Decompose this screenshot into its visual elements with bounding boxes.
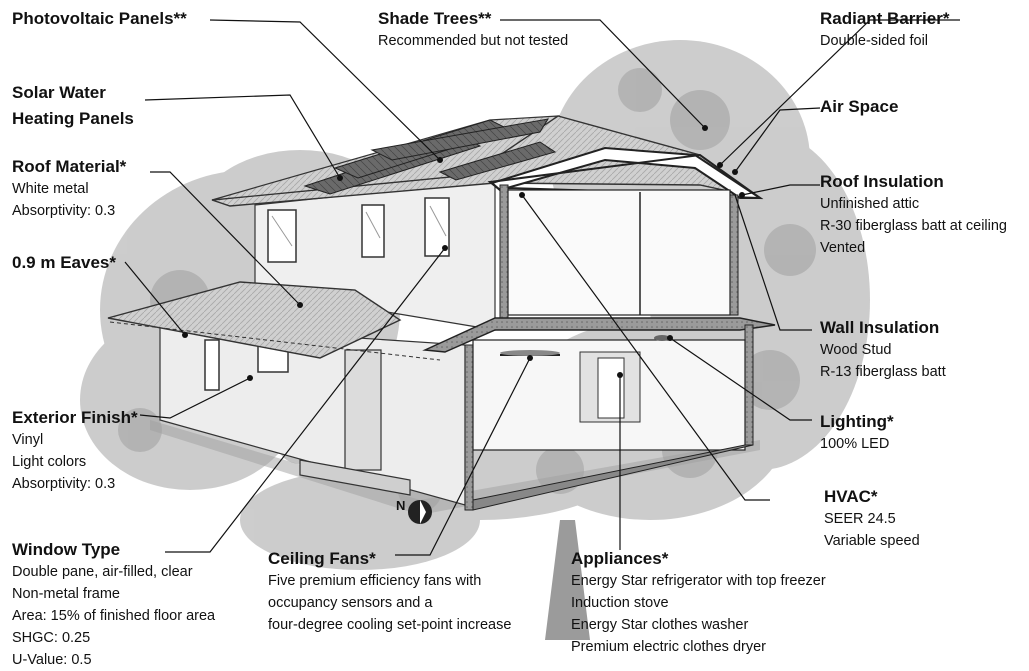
label-lighting: Lighting* 100% LED (820, 411, 894, 455)
label-photovoltaic-panels: Photovoltaic Panels** (12, 8, 187, 30)
label-line: Double pane, air-filled, clear (12, 561, 215, 583)
compass-letter: N (396, 498, 405, 513)
label-line: Energy Star clothes washer (571, 614, 826, 636)
label-line: Recommended but not tested (378, 30, 568, 52)
label-line: White metal (12, 178, 126, 200)
label-title: Air Space (820, 96, 898, 118)
label-line: Wood Stud (820, 339, 946, 361)
label-appliances: Appliances* Energy Star refrigerator wit… (571, 548, 826, 658)
label-title: Ceiling Fans* (268, 548, 511, 570)
label-line: Induction stove (571, 592, 826, 614)
label-title: Appliances* (571, 548, 826, 570)
label-title: Solar Water (12, 82, 134, 104)
label-title: Roof Insulation (820, 171, 1007, 193)
label-line: Vinyl (12, 429, 138, 451)
label-line: occupancy sensors and a (268, 592, 511, 614)
label-title: HVAC* (824, 486, 920, 508)
label-title: Roof Material* (12, 156, 126, 178)
label-line: Premium electric clothes dryer (571, 636, 826, 658)
label-wall-insulation: Wall Insulation Wood Stud R-13 fiberglas… (820, 317, 946, 383)
label-line: Absorptivity: 0.3 (12, 473, 138, 495)
label-line: Non-metal frame (12, 583, 215, 605)
label-title-line2: Heating Panels (12, 108, 134, 130)
label-title: 0.9 m Eaves* (12, 252, 116, 274)
label-line: Unfinished attic (820, 193, 1007, 215)
label-line: R-30 fiberglass batt at ceiling (820, 215, 1007, 237)
label-line: four-degree cooling set-point increase (268, 614, 511, 636)
label-roof-material: Roof Material* White metal Absorptivity:… (12, 156, 126, 222)
label-line: SEER 24.5 (824, 508, 920, 530)
label-line: SHGC: 0.25 (12, 627, 215, 649)
label-title: Radiant Barrier* (820, 8, 949, 30)
label-title: Shade Trees** (378, 8, 568, 30)
label-line: Area: 15% of finished floor area (12, 605, 215, 627)
label-line: Energy Star refrigerator with top freeze… (571, 570, 826, 592)
label-line: Variable speed (824, 530, 920, 552)
label-title: Window Type (12, 539, 215, 561)
label-title: Photovoltaic Panels** (12, 8, 187, 30)
label-line: Absorptivity: 0.3 (12, 200, 126, 222)
label-shade-trees: Shade Trees** Recommended but not tested (378, 8, 568, 52)
label-line: U-Value: 0.5 (12, 649, 215, 671)
label-window-type: Window Type Double pane, air-filled, cle… (12, 539, 215, 671)
label-title: Exterior Finish* (12, 407, 138, 429)
label-line: Light colors (12, 451, 138, 473)
label-line: Double-sided foil (820, 30, 949, 52)
label-line: Five premium efficiency fans with (268, 570, 511, 592)
label-ceiling-fans: Ceiling Fans* Five premium efficiency fa… (268, 548, 511, 636)
label-exterior-finish: Exterior Finish* Vinyl Light colors Abso… (12, 407, 138, 495)
label-air-space: Air Space (820, 96, 898, 118)
label-hvac: HVAC* SEER 24.5 Variable speed (824, 486, 920, 552)
label-line: Vented (820, 237, 1007, 259)
label-title: Lighting* (820, 411, 894, 433)
label-title: Wall Insulation (820, 317, 946, 339)
label-eaves: 0.9 m Eaves* (12, 252, 116, 274)
label-roof-insulation: Roof Insulation Unfinished attic R-30 fi… (820, 171, 1007, 259)
label-line: R-13 fiberglass batt (820, 361, 946, 383)
label-line: 100% LED (820, 433, 894, 455)
label-radiant-barrier: Radiant Barrier* Double-sided foil (820, 8, 949, 52)
label-solar-water-heating: Solar Water Heating Panels (12, 82, 134, 130)
